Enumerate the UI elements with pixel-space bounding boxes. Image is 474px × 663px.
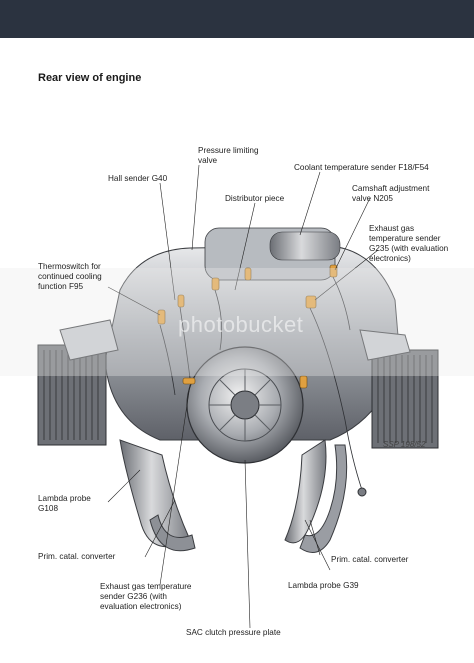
label-camshaft-valve: Camshaft adjustment valve N205: [352, 184, 430, 203]
top-banner: [0, 0, 474, 38]
label-sac-clutch: SAC clutch pressure plate: [186, 628, 281, 637]
watermark-text: photobucket: [178, 312, 304, 337]
label-prim-catal-left: Prim. catal. converter: [38, 552, 116, 561]
label-lambda-g39: Lambda probe G39: [288, 581, 359, 590]
label-lambda-g108: Lambda probe G108: [38, 494, 91, 513]
left-radiator: [37, 319, 119, 446]
right-exhaust-pipe: [284, 439, 327, 544]
page-title: Rear view of engine: [38, 72, 142, 84]
label-exhaust-sender-g235: Exhaust gas temperature sender G235 (wit…: [369, 224, 449, 263]
label-hall-sender: Hall sender G40: [108, 174, 168, 183]
right-radiator: [359, 329, 439, 449]
label-thermoswitch: Thermoswitch for continued cooling funct…: [38, 262, 102, 291]
label-distributor-piece: Distributor piece: [225, 194, 285, 203]
intake-pipe: [269, 231, 341, 261]
label-pressure-limiting-valve: Pressure limiting valve: [198, 146, 259, 165]
figure-code: SSP 198/52: [383, 440, 426, 449]
label-exhaust-sender-g236: Exhaust gas temperature sender G236 (wit…: [100, 582, 192, 611]
watermark-band: [0, 268, 474, 376]
left-exhaust-pipe: [119, 439, 191, 548]
label-prim-catal-right: Prim. catal. converter: [331, 555, 409, 564]
label-coolant-temp-sender: Coolant temperature sender F18/F54: [294, 163, 429, 172]
sensor-markers: [157, 264, 338, 389]
